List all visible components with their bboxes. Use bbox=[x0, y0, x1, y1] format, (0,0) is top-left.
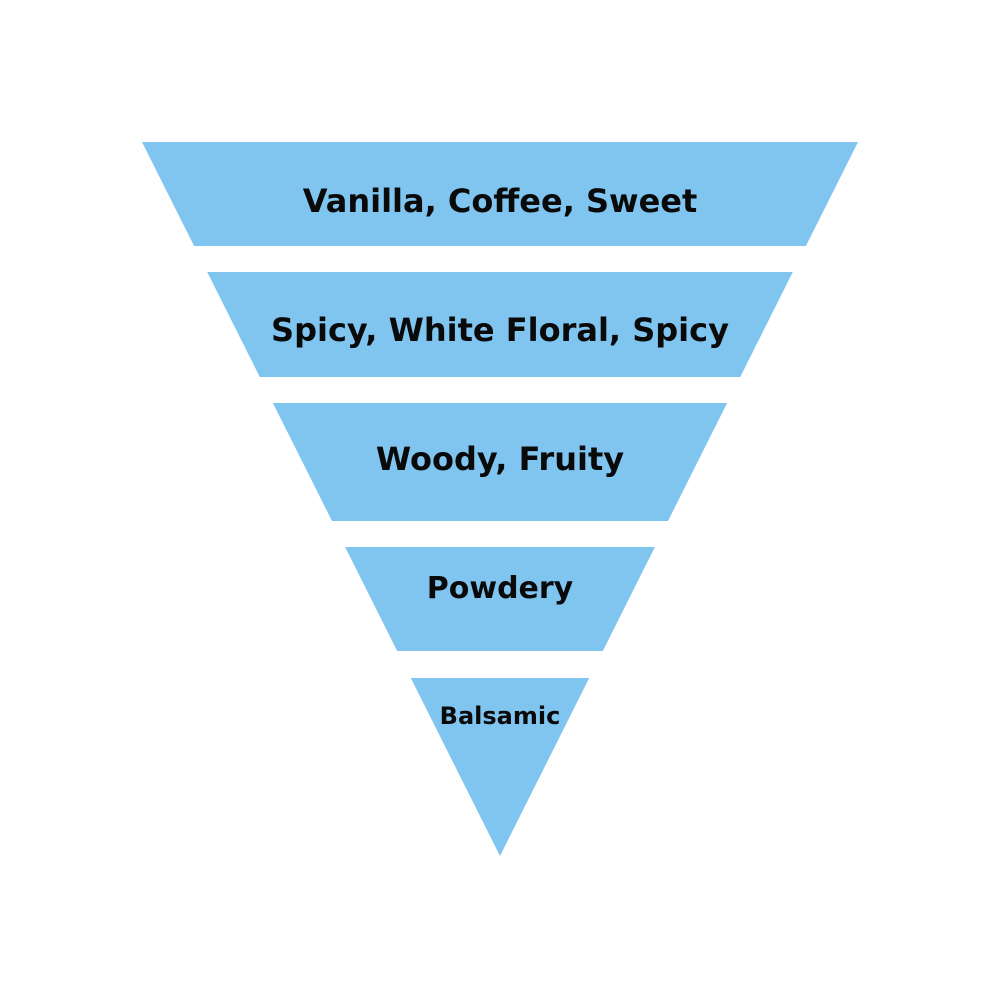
pyramid-tier-2 bbox=[207, 272, 793, 377]
pyramid-tier-2-label: Spicy, White Floral, Spicy bbox=[271, 311, 729, 349]
pyramid-tier-4-label: Powdery bbox=[427, 571, 574, 606]
pyramid-tier-1-label: Vanilla, Coffee, Sweet bbox=[303, 182, 698, 220]
pyramid-tier-5 bbox=[410, 678, 590, 856]
pyramid-tier-5-label: Balsamic bbox=[440, 702, 561, 730]
pyramid-tier-4 bbox=[345, 547, 655, 651]
pyramid-tier-1 bbox=[142, 142, 858, 246]
pyramid-tier-3-label: Woody, Fruity bbox=[376, 440, 624, 478]
pyramid-tier-3 bbox=[272, 403, 728, 521]
